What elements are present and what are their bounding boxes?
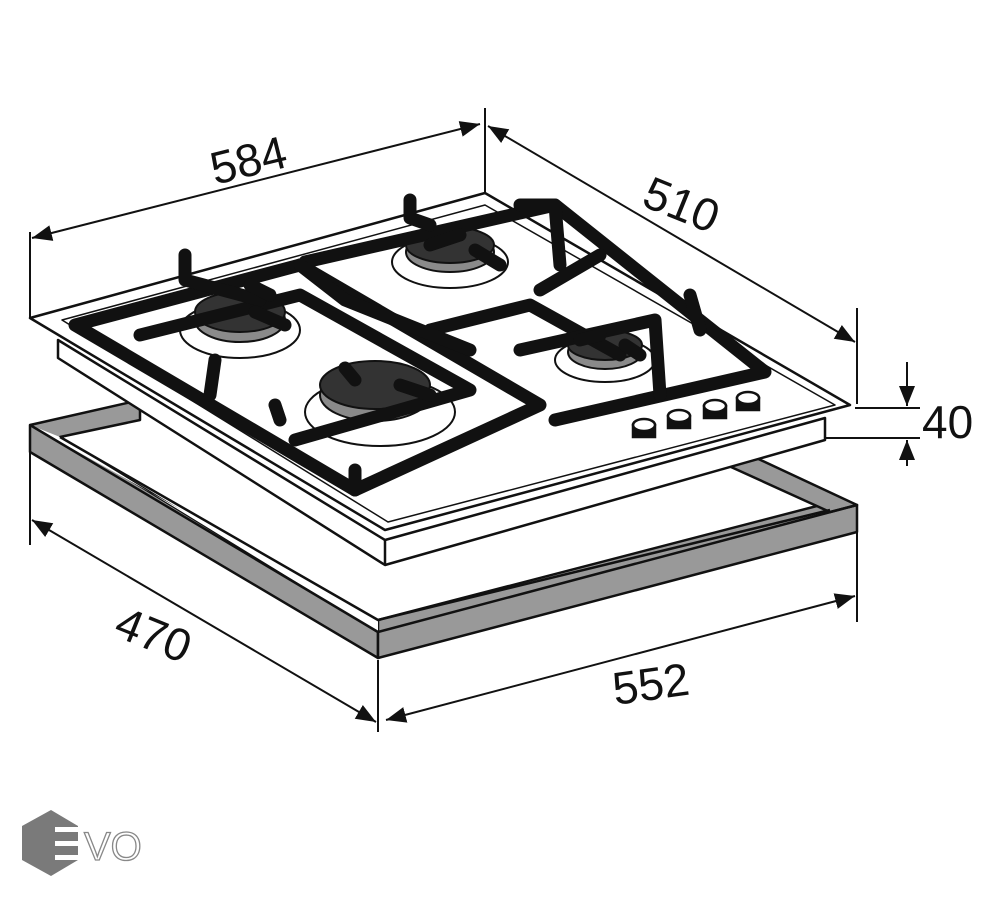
dim-line-cutout-depth	[31, 519, 377, 723]
dimension-cutout-depth: 470	[108, 596, 199, 673]
logo-text-vo: VO	[84, 825, 142, 869]
knob-4	[735, 390, 761, 412]
knob-3	[702, 398, 728, 420]
knob-2	[666, 408, 692, 430]
dim-line-cutout-width	[385, 593, 856, 723]
dimension-height: 40	[922, 396, 973, 448]
dim-line-depth	[487, 125, 856, 343]
dimension-width: 584	[205, 126, 292, 195]
evo-logo: VO	[22, 810, 142, 876]
control-knobs	[631, 390, 761, 439]
knob-1	[631, 417, 657, 439]
dim-line-width	[31, 121, 481, 241]
dimension-depth: 510	[636, 166, 727, 243]
dimension-cutout-width: 552	[609, 653, 692, 715]
dimension-lines	[29, 108, 920, 732]
